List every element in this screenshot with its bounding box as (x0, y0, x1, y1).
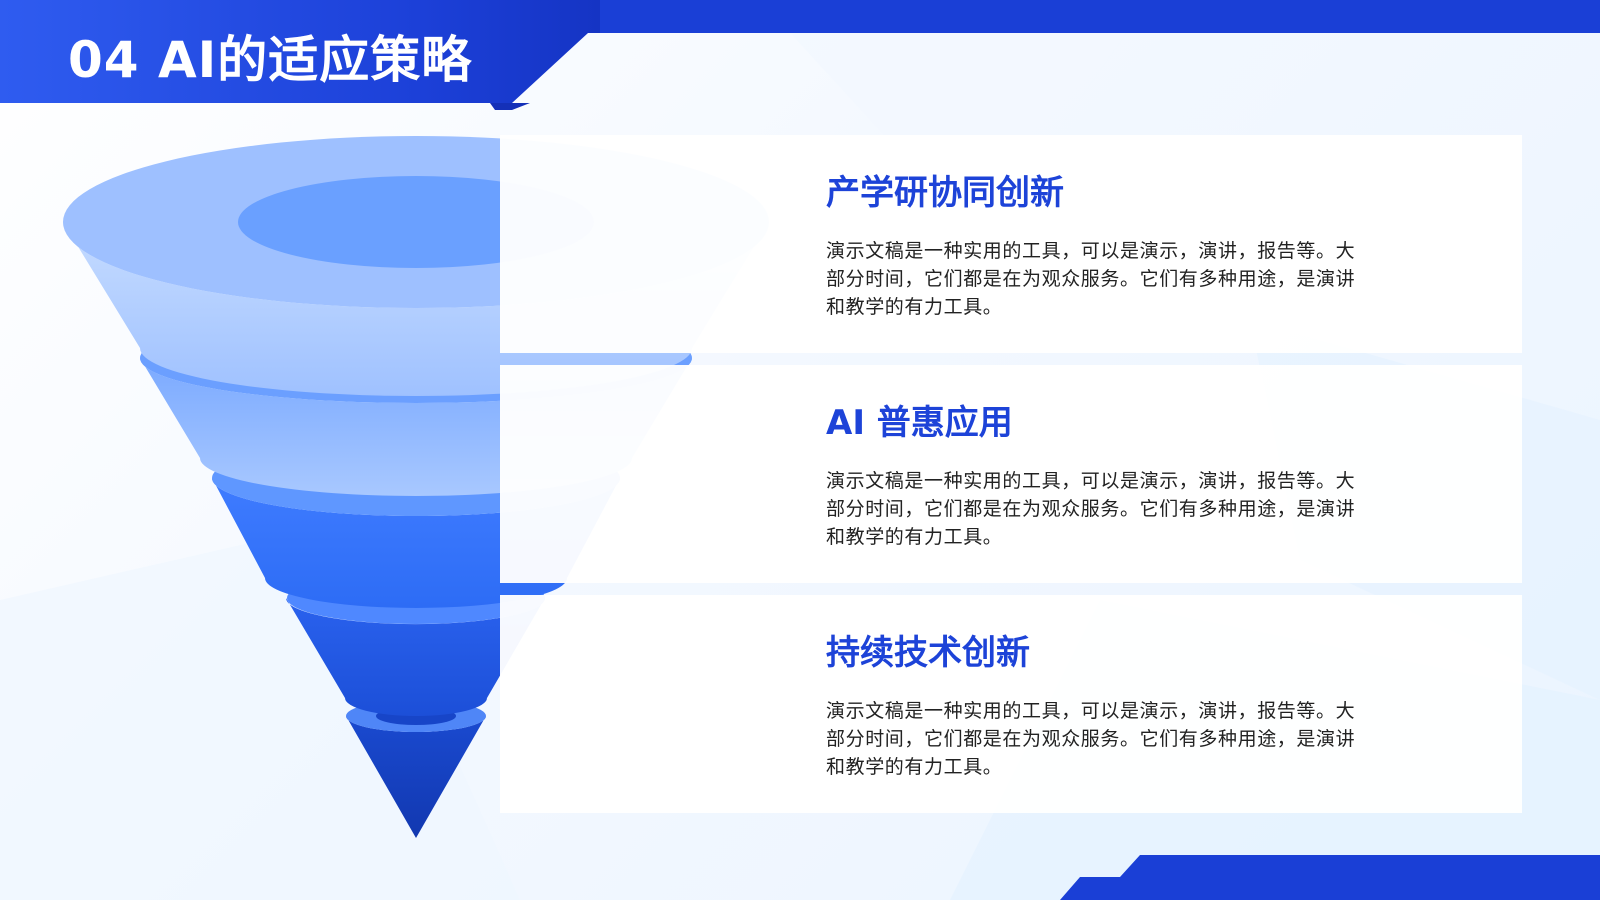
strategy-card: 持续技术创新 演示文稿是一种实用的工具，可以是演示，演讲，报告等。大部分时间，它… (500, 595, 1522, 813)
strategy-card-list: 产学研协同创新 演示文稿是一种实用的工具，可以是演示，演讲，报告等。大部分时间，… (500, 135, 1522, 813)
strategy-card: 产学研协同创新 演示文稿是一种实用的工具，可以是演示，演讲，报告等。大部分时间，… (500, 135, 1522, 353)
card-title: 持续技术创新 (826, 633, 1030, 673)
strategy-card: AI 普惠应用 演示文稿是一种实用的工具，可以是演示，演讲，报告等。大部分时间，… (500, 365, 1522, 583)
card-title: AI 普惠应用 (826, 403, 1013, 443)
card-description: 演示文稿是一种实用的工具，可以是演示，演讲，报告等。大部分时间，它们都是在为观众… (826, 470, 1356, 548)
header-plate (0, 0, 600, 110)
card-title: 产学研协同创新 (826, 173, 1064, 213)
card-description: 演示文稿是一种实用的工具，可以是演示，演讲，报告等。大部分时间，它们都是在为观众… (826, 700, 1356, 778)
funnel-layer-5 (346, 700, 486, 838)
footer-decoration (1060, 855, 1600, 900)
page-title: 04 AI的适应策略 (68, 31, 473, 89)
card-description: 演示文稿是一种实用的工具，可以是演示，演讲，报告等。大部分时间，它们都是在为观众… (826, 240, 1356, 318)
